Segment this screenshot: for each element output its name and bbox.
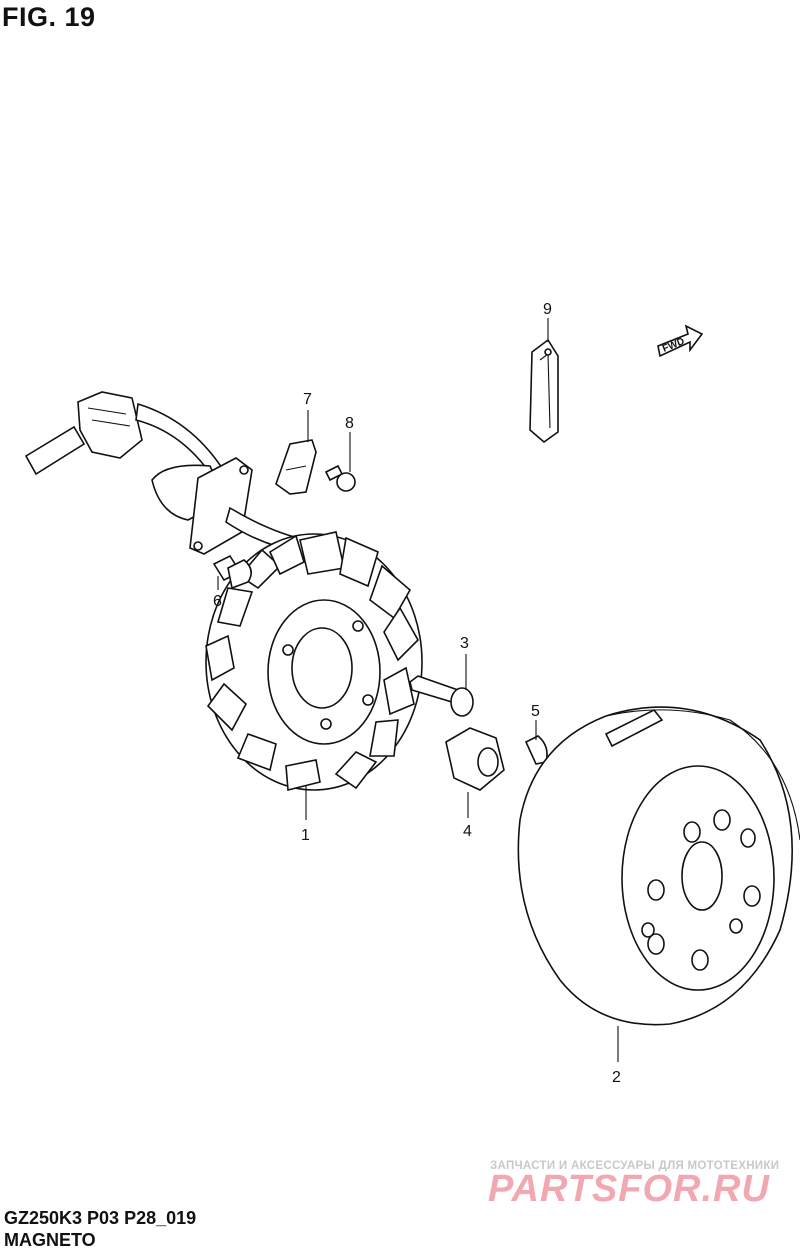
- stator-poles: [205, 531, 419, 792]
- rotor-nut: [445, 727, 505, 791]
- section-name: MAGNETO: [4, 1230, 96, 1250]
- figure-title: FIG. 19: [2, 2, 96, 32]
- flywheel-rotor: [517, 706, 800, 1026]
- callout-8: 8: [345, 415, 354, 432]
- model-code: GZ250K3 P03 P28_019: [4, 1208, 197, 1228]
- watermark-tagline: ЗАПЧАСТИ И АКСЕССУАРЫ ДЛЯ МОТОТЕХНИКИ: [490, 1160, 780, 1172]
- wire-guide: [529, 338, 559, 444]
- wire-clamp: [275, 439, 317, 495]
- clamp-screw: [324, 464, 356, 492]
- wire-harness: [24, 391, 308, 555]
- fwd-direction-arrow: FWD: [657, 324, 704, 358]
- watermark-logo: PARTSFOR.RU: [488, 1168, 770, 1210]
- callout-9: 9: [543, 301, 552, 318]
- callout-3: 3: [460, 635, 469, 652]
- rotor-bolt: [409, 675, 474, 717]
- stator-bolt: [212, 554, 252, 590]
- stator-coil: [205, 531, 423, 792]
- woodruff-key: [524, 735, 548, 765]
- leader-lines: [217, 318, 619, 1062]
- callout-5: 5: [531, 703, 540, 720]
- callout-4: 4: [463, 823, 472, 840]
- fwd-label: FWD: [661, 336, 686, 355]
- callout-numbers: 1 2 3 4 5 6 7 8 9: [213, 301, 621, 1086]
- callout-7: 7: [303, 391, 312, 408]
- callout-6: 6: [213, 593, 222, 610]
- callout-1: 1: [301, 827, 310, 844]
- callout-2: 2: [612, 1069, 621, 1086]
